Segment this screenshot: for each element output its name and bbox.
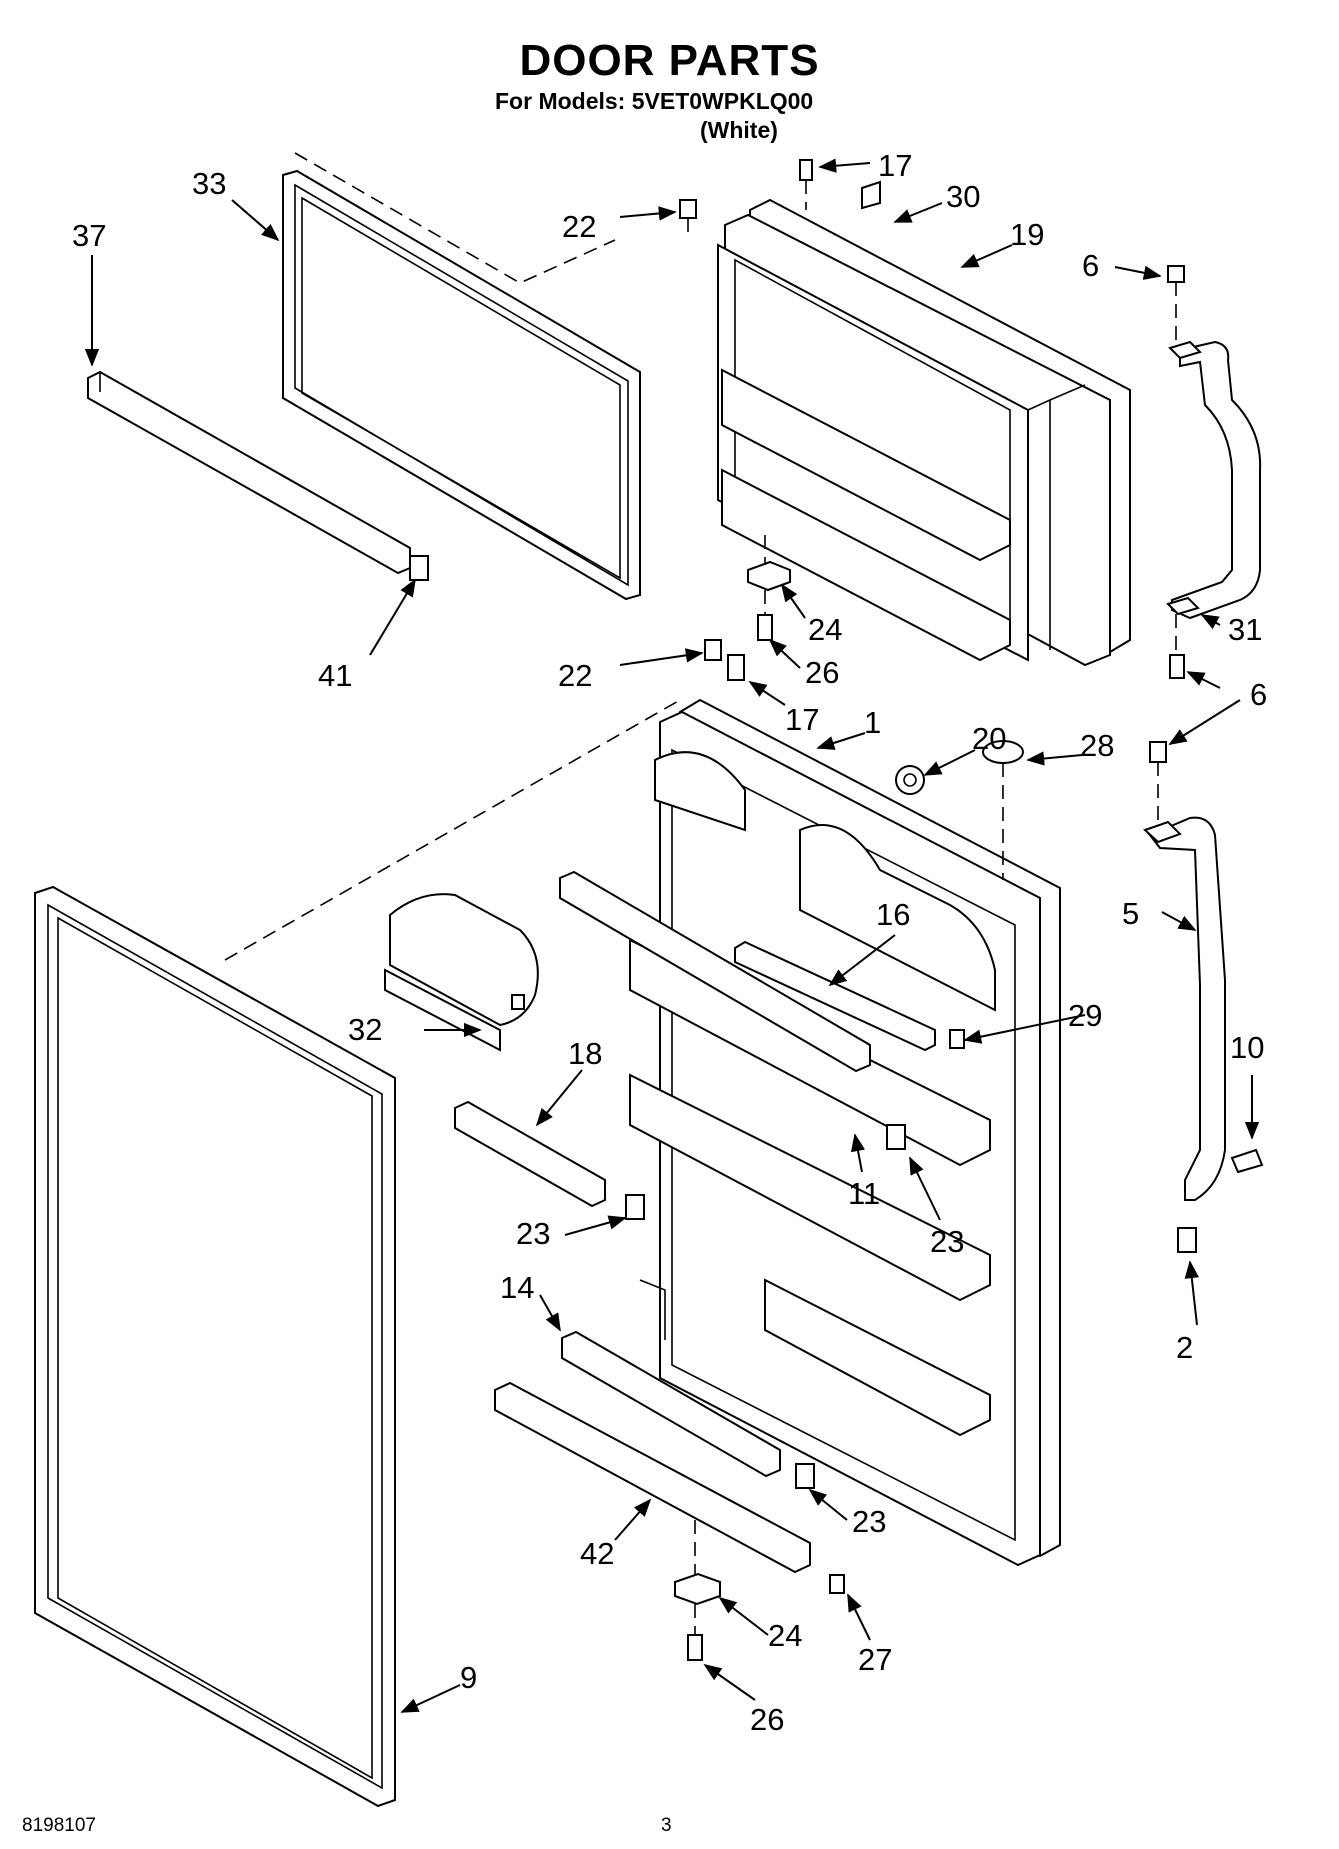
- callout-labels: 33 37 41 22 17 30 19 6 31 6 24 26 22 17 …: [72, 148, 1267, 1737]
- callout-23: 33: [192, 166, 226, 201]
- trim-strip-16-part: [734, 940, 965, 1052]
- trim-strip-42-part: [494, 1381, 845, 1594]
- callout-32: 30: [946, 179, 980, 214]
- callout-31: 32: [348, 1012, 382, 1047]
- callout-22-mid: 22: [558, 658, 592, 693]
- page-title: DOOR PARTS: [519, 36, 820, 85]
- callout-22-top: 22: [562, 209, 596, 244]
- callout-1: 1: [864, 705, 881, 740]
- callout-5: 5: [1122, 896, 1139, 931]
- callout-9: 9: [460, 1660, 477, 1695]
- callout-29: 29: [1068, 998, 1102, 1033]
- callout-30: 27: [858, 1642, 892, 1677]
- callout-26-lower: 24: [768, 1618, 802, 1653]
- trim-strip-18-part: [454, 1100, 645, 1220]
- callout-2: 2: [1176, 1330, 1193, 1365]
- bin-31-part: [384, 893, 539, 1052]
- callout-11: 11: [848, 1176, 880, 1211]
- upper-hinge-part: [704, 535, 791, 681]
- callout-10: 10: [1230, 1030, 1264, 1065]
- callout-19: 19: [1010, 217, 1044, 252]
- trim-strip-14-part: [561, 1330, 815, 1489]
- callout-28: 28: [1080, 728, 1114, 763]
- callout-27-lower: 26: [750, 1702, 784, 1737]
- fresh-food-gasket-part: [34, 885, 396, 1808]
- fresh-food-door-part: [629, 698, 1061, 1567]
- callout-42: 42: [580, 1536, 614, 1571]
- page-number: 3: [661, 1815, 672, 1836]
- callout-24-right: 23: [930, 1224, 964, 1259]
- callout-16: 16: [876, 897, 910, 932]
- models-line: For Models: 5VET0WPKLQ00: [495, 88, 814, 114]
- callout-18: 18: [568, 1036, 602, 1071]
- callout-17-mid: 17: [785, 702, 819, 737]
- callout-6-top: 6: [1082, 248, 1099, 283]
- callout-leaders: [84, 158, 1260, 1713]
- doc-number: 8198107: [22, 1815, 96, 1836]
- fresh-food-handle-part: [1143, 741, 1264, 1253]
- callout-27-top: 26: [805, 655, 839, 690]
- door-small-parts: [895, 740, 1024, 880]
- freezer-door-part: [717, 198, 1131, 667]
- callout-37: 37: [72, 218, 106, 253]
- callout-24-lower: 23: [852, 1504, 886, 1539]
- trim-strip-11-part: [559, 870, 906, 1150]
- color-note: (White): [700, 117, 778, 143]
- callout-26-top: 24: [808, 612, 842, 647]
- freezer-handle-part: [1166, 265, 1262, 679]
- trim-strip-37-part: [87, 370, 429, 581]
- lower-hinge-part: [674, 1520, 721, 1661]
- freezer-gasket-part: [282, 169, 641, 601]
- callout-14: 14: [500, 1270, 534, 1305]
- callout-20: 20: [972, 721, 1006, 756]
- callout-17-top: 17: [878, 148, 912, 183]
- freezer-door-hardware: [679, 159, 881, 240]
- callout-24-left: 23: [516, 1216, 550, 1251]
- callout-33: 31: [1228, 612, 1262, 647]
- callout-6-lower: 6: [1250, 677, 1267, 712]
- callout-41: 41: [318, 658, 352, 693]
